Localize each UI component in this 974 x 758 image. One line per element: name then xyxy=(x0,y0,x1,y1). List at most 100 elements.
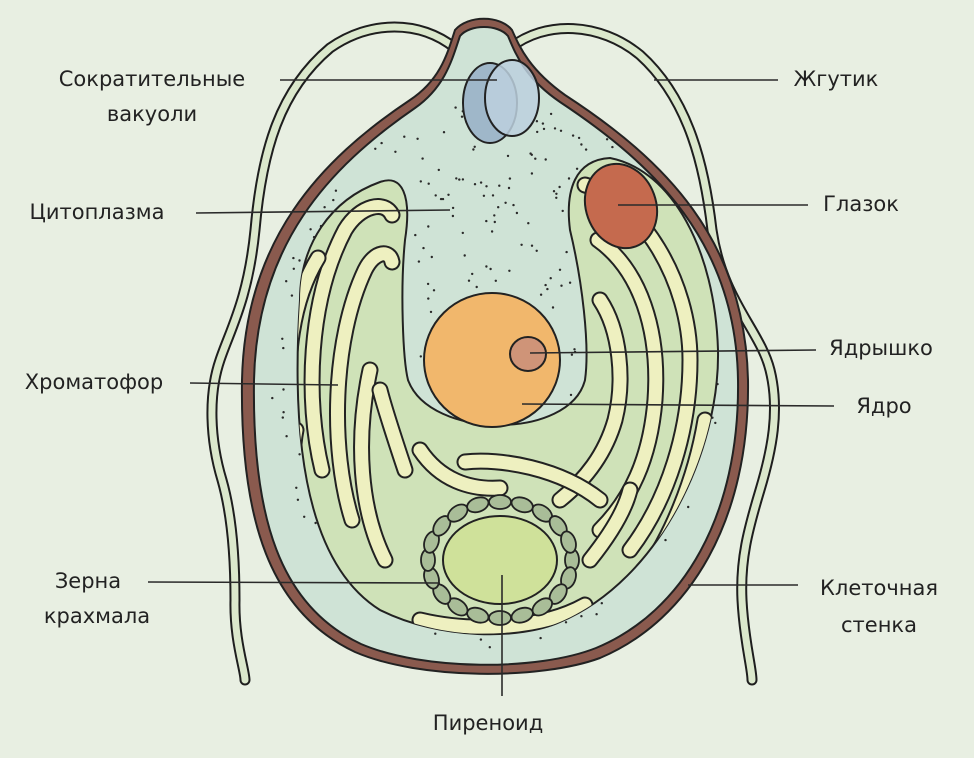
label-contractile-vacuoles-line2: вакуоли xyxy=(107,102,197,126)
cytoplasm-granule xyxy=(541,122,545,125)
cytoplasm-granule xyxy=(560,284,563,287)
cytoplasm-granule xyxy=(485,265,488,268)
cytoplasm-granule xyxy=(600,602,603,605)
labels: Сократительные вакуоли Цитоплазма Хромат… xyxy=(25,67,938,735)
label-eyespot: Глазок xyxy=(823,192,899,216)
cytoplasm-granule xyxy=(437,168,440,172)
cytoplasm-granule xyxy=(584,148,588,151)
cytoplasm-granule xyxy=(427,225,430,228)
cytoplasm-granule xyxy=(520,243,523,246)
cytoplasm-granule xyxy=(419,355,422,358)
cytoplasm-granule xyxy=(421,157,424,160)
starch-grains xyxy=(420,494,580,626)
cytoplasm-granule xyxy=(419,180,422,183)
cytoplasm-granule xyxy=(512,203,515,207)
cytoplasm-granule xyxy=(561,209,564,213)
label-cell-wall-line2: стенка xyxy=(841,613,917,637)
cytoplasm-granule xyxy=(504,201,507,204)
label-chromatophore: Хроматофор xyxy=(25,370,164,394)
cytoplasm-granule xyxy=(558,268,562,271)
cytoplasm-granule xyxy=(542,127,546,131)
label-contractile-vacuoles-line1: Сократительные xyxy=(59,67,245,91)
thylakoids xyxy=(297,176,714,635)
thylakoid-fold xyxy=(581,481,639,569)
cytoplasm-granule xyxy=(285,280,288,283)
cytoplasm-granule xyxy=(555,196,558,199)
cytoplasm-granule xyxy=(430,255,433,259)
flagella xyxy=(206,21,781,686)
cytoplasm-granule xyxy=(530,153,533,156)
cytoplasm-granule xyxy=(296,498,300,501)
cytoplasm-granule xyxy=(303,515,306,518)
cytoplasm-granule xyxy=(332,198,335,202)
cytoplasm-granule xyxy=(544,283,547,287)
cytoplasm-granule xyxy=(539,293,543,296)
cytoplasm-granule xyxy=(298,259,301,262)
label-nucleolus: Ядрышко xyxy=(829,336,933,360)
cytoplasm-granule xyxy=(414,233,417,237)
leader-nucleus xyxy=(521,403,835,407)
cytoplasm-granule xyxy=(282,411,285,414)
cytoplasm-granule xyxy=(555,192,558,195)
cytoplasm-granule xyxy=(439,197,443,201)
cytoplasm-granule xyxy=(488,646,491,649)
cytoplasm-granule xyxy=(497,206,500,209)
cytoplasm-granule xyxy=(565,250,568,254)
cytoplasm-granule xyxy=(295,486,298,489)
cytoplasm-granule xyxy=(282,346,285,350)
label-flagellum: Жгутик xyxy=(794,67,879,91)
label-cytoplasm: Цитоплазма xyxy=(30,200,165,224)
cytoplasm-granule xyxy=(573,348,576,351)
cytoplasm-granule xyxy=(580,143,583,146)
cytoplasm-granule xyxy=(441,197,445,201)
cytoplasm-granule xyxy=(281,337,284,340)
cytoplasm-granule xyxy=(463,254,466,257)
cytoplasm-granule xyxy=(551,306,555,309)
cytoplasm-granule xyxy=(380,141,383,145)
cytoplasm-granule xyxy=(426,282,430,286)
cytoplasm-granule xyxy=(432,289,436,292)
cytoplasm-granule xyxy=(454,106,457,109)
cytoplasm-granule xyxy=(530,172,534,175)
cytoplasm-granule xyxy=(479,638,483,641)
cytoplasm-granule xyxy=(611,145,614,149)
label-cell-wall-line1: Клеточная xyxy=(820,576,938,600)
cytoplasm-granule xyxy=(508,269,511,272)
cytoplasm-granule xyxy=(475,285,478,289)
cytoplasm-granule xyxy=(403,135,406,138)
thylakoid-fold xyxy=(456,452,609,509)
cytoplasm-granule xyxy=(309,228,312,231)
cytoplasm-granule xyxy=(374,147,377,150)
cytoplasm-granule xyxy=(567,177,571,180)
leader-lines xyxy=(147,79,835,696)
cytoplasm-granule xyxy=(467,279,471,282)
cytoplasm-granule xyxy=(605,138,609,141)
cytoplasm-granule xyxy=(447,193,450,196)
cytoplasm-granule xyxy=(714,421,717,425)
cytoplasm-granule xyxy=(553,127,557,130)
pyrenoid xyxy=(442,515,558,605)
cytoplasm-granule xyxy=(570,353,574,356)
thylakoid-fold xyxy=(303,198,401,479)
cytoplasm-granule xyxy=(534,157,537,160)
cytoplasm-granule xyxy=(298,453,301,456)
cytoplasm-granule xyxy=(427,182,430,185)
cytoplasm-granule xyxy=(559,129,563,132)
cytoplasm-granule xyxy=(460,115,464,118)
cytoplasm-granule xyxy=(536,130,539,134)
cytoplasm-granule xyxy=(546,287,549,291)
cytoplasm-granule xyxy=(458,178,461,181)
cytoplasm-granule xyxy=(455,177,458,180)
cytoplasm-granule xyxy=(473,145,476,148)
cytoplasm-granule xyxy=(530,244,534,247)
leader-starch xyxy=(147,581,441,584)
cytoplasm-granule xyxy=(558,185,561,189)
cytoplasm-granule xyxy=(472,148,475,151)
cytoplasm-granule xyxy=(422,246,425,250)
cytoplasm-granule xyxy=(493,220,496,224)
label-starch-line1: Зерна xyxy=(55,569,121,593)
leader-cytoplasm xyxy=(195,209,451,214)
cytoplasm-granule xyxy=(473,183,477,186)
cytoplasm-granule xyxy=(569,393,573,397)
thylakoid-fold xyxy=(411,441,509,497)
